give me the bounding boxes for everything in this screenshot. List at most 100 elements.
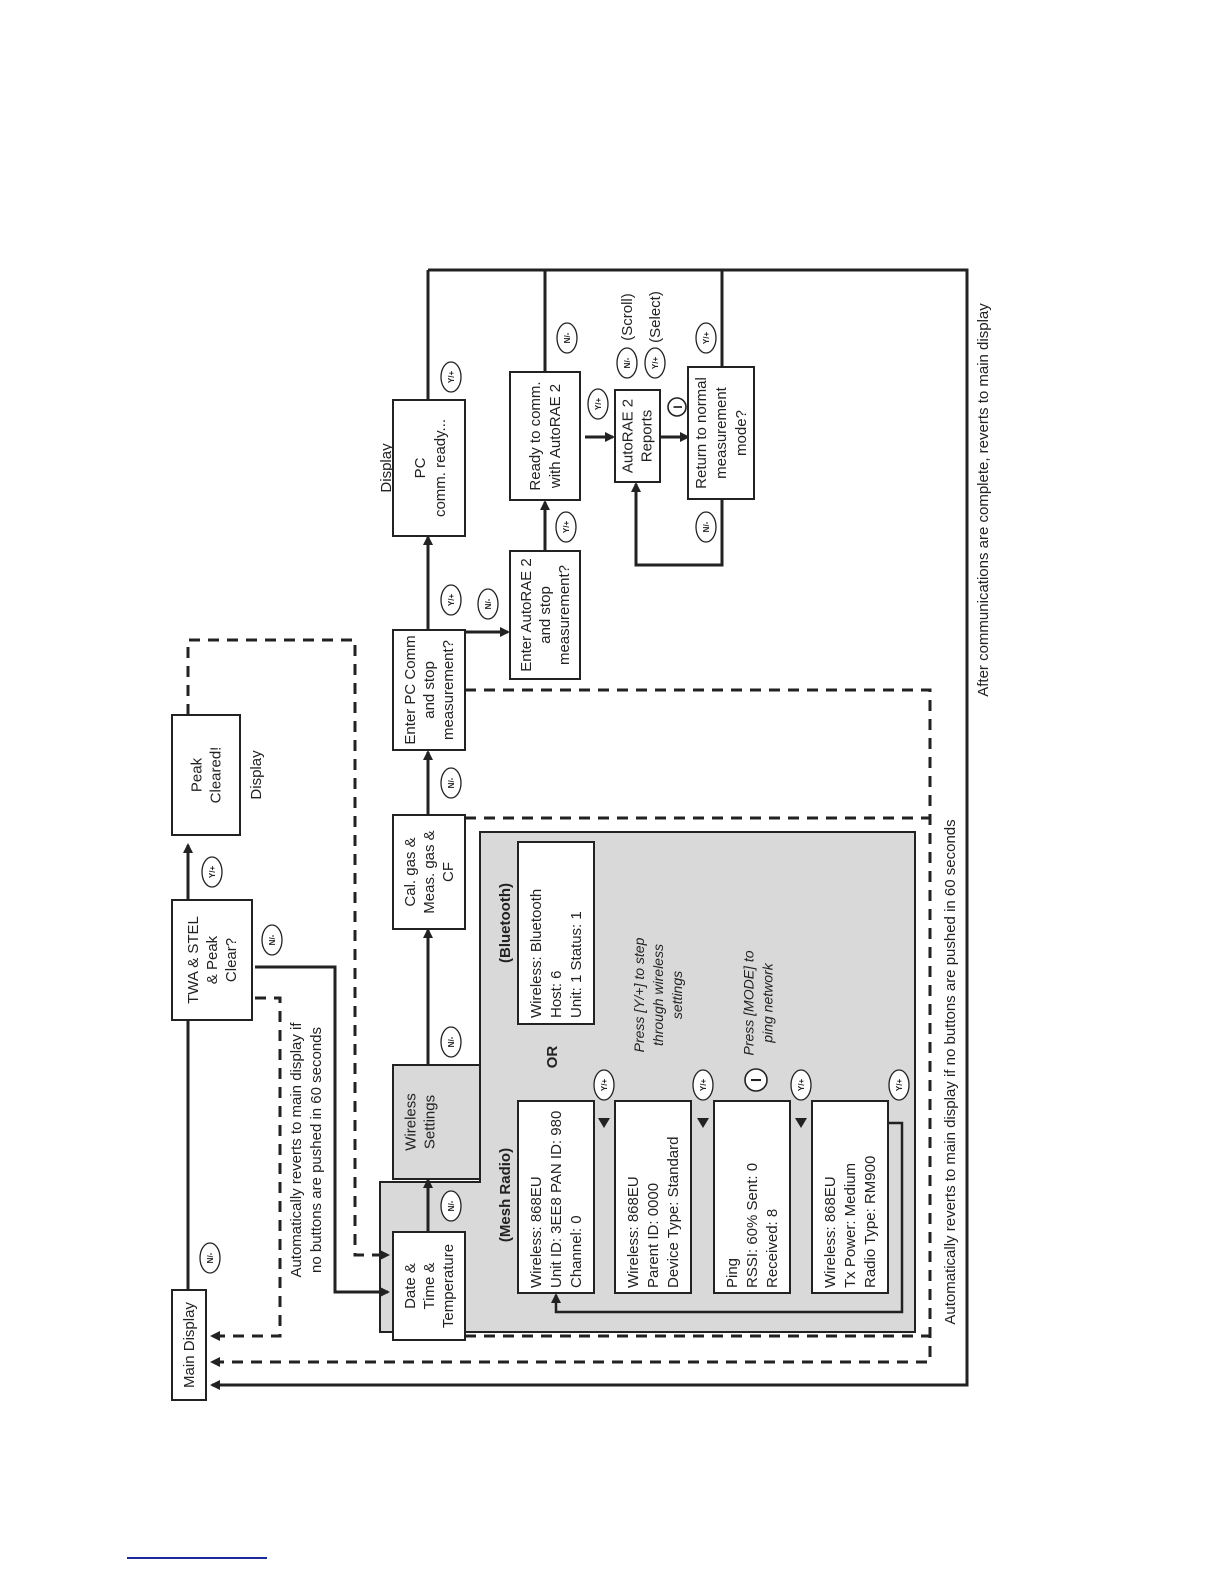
auto-revert-top: Automatically reverts to main display if…	[288, 1022, 325, 1278]
ready-autorae-box	[509, 371, 581, 501]
peak-cleared-label-line-2: Cleared!	[208, 747, 225, 804]
select-label: (Select)	[647, 291, 664, 343]
no-button-return-text: N/-	[702, 521, 711, 532]
no-button-date-text: N/-	[447, 1200, 456, 1211]
mesh1-box	[517, 1100, 595, 1294]
wireless-settings-label-line-2: Settings	[422, 1095, 439, 1149]
return-normal-label-line-2: measurement	[713, 386, 730, 479]
mesh2-label-line-2: Parent ID: 0000	[645, 1183, 662, 1288]
auto-revert-bottom-line-1: Automatically reverts to main display if…	[942, 819, 959, 1324]
no-button-twa-text: N/-	[268, 934, 277, 945]
pc-ready-box	[392, 399, 466, 537]
date-time-label-line-3: Temperature	[440, 1244, 457, 1328]
no-button-wireless: N/-	[440, 1026, 462, 1058]
press-y-label-line-3: settings	[669, 971, 685, 1019]
bluetooth-label-line-2: Host: 6	[548, 970, 565, 1018]
peak-cleared-box	[171, 714, 241, 836]
main-display-label: Main Display	[181, 1302, 198, 1388]
display-peak-label-line-1: Display	[248, 750, 265, 800]
yes-button-mesh1: Y/+	[593, 1069, 615, 1101]
mode-button-reports-text: I	[672, 405, 685, 408]
twa-stel-label-line-3: Clear?	[223, 938, 240, 982]
autorae-reports-label-line-2: Reports	[639, 410, 656, 463]
yes-button-select-text: Y/+	[651, 357, 660, 370]
cal-gas-label-line-2: Meas. gas &	[421, 830, 438, 913]
main-display-box	[171, 1289, 207, 1401]
yes-button-twa-text: Y/+	[208, 866, 217, 879]
press-y-label-line-1: Press [Y/+] to step	[631, 937, 647, 1052]
autorae-reports-box	[614, 389, 661, 483]
mode-button-reports: I	[667, 397, 687, 417]
mesh2-box	[614, 1100, 692, 1294]
mesh3-label-line-3: Received: 8	[764, 1209, 781, 1288]
cal-gas-box	[392, 814, 466, 930]
bluetooth-label-line-1: Wireless: Bluetooth	[528, 889, 545, 1018]
mesh3-box	[713, 1100, 791, 1294]
yes-button-ready: Y/+	[587, 388, 609, 420]
scroll-label-line-1: (Scroll)	[619, 293, 636, 341]
enter-pc-label-line-1: Enter PC Comm	[402, 635, 419, 744]
enter-pc-box	[392, 629, 466, 751]
wireless-settings-box	[392, 1064, 481, 1180]
twa-stel-box	[171, 899, 253, 1021]
ready-autorae-label: Ready to comm.with AutoRAE 2	[527, 381, 564, 490]
yes-button-ready-text: Y/+	[594, 398, 603, 411]
enter-autorae-label-line-2: and stop	[537, 586, 554, 644]
wireless-settings-label-line-1: Wireless	[403, 1093, 420, 1151]
edge-return-loop	[631, 482, 724, 567]
date-time-label-line-2: Time &	[421, 1263, 438, 1310]
auto-revert-bottom: Automatically reverts to main display if…	[942, 819, 959, 1324]
main-display-label-line-1: Main Display	[181, 1302, 198, 1388]
mesh2-label-line-3: Device Type: Standard	[665, 1137, 682, 1288]
yes-button-mesh2: Y/+	[692, 1069, 714, 1101]
auto-revert-top-line-2: no buttons are pushed in 60 seconds	[308, 1027, 325, 1273]
mesh4-label-line-2: Tx Power: Medium	[842, 1163, 859, 1288]
mesh4-label-line-1: Wireless: 868EU	[822, 1176, 839, 1288]
edge-twa-to-date	[255, 965, 390, 1297]
after-comm-label-line-1: After communications are complete, rever…	[975, 303, 992, 697]
edge-twa-dashed-main	[210, 996, 282, 1341]
no-button-main: N/-	[199, 1242, 221, 1274]
bluetooth-label-line-3: Unit: 1 Status: 1	[568, 911, 585, 1018]
twa-stel-label-line-2: & Peak	[204, 935, 221, 984]
mesh1-label-line-3: Channel: 0	[568, 1215, 585, 1288]
mesh1-label-line-2: Unit ID: 3EE8 PAN ID: 980	[548, 1111, 565, 1288]
return-normal-label-line-1: Return to normal	[693, 377, 710, 489]
display-peak-label: Display	[248, 750, 265, 800]
cal-gas-label-line-3: CF	[440, 862, 457, 882]
or-label-line-1: OR	[544, 1046, 561, 1069]
cal-gas-label-line-1: Cal. gas &	[402, 837, 419, 906]
mesh3-label-line-1: Ping	[724, 1258, 741, 1288]
bluetooth-heading: (Bluetooth)	[497, 883, 514, 963]
yes-button-pc: Y/+	[440, 584, 462, 616]
no-button-scroll-text: N/-	[623, 357, 632, 368]
date-time-box	[392, 1231, 466, 1341]
footer-rule	[127, 1557, 267, 1559]
display-pc-label: Display	[378, 443, 395, 493]
no-button-scroll: N/-	[616, 347, 638, 379]
yes-button-pc-text: Y/+	[447, 594, 456, 607]
yes-button-return: Y/+	[695, 322, 717, 354]
mesh-radio-label-line-1: (Mesh Radio)	[497, 1148, 514, 1242]
mode-button-ping-text: I	[749, 1078, 765, 1082]
no-button-twa: N/-	[261, 924, 283, 956]
date-time-label-line-1: Date &	[402, 1263, 419, 1309]
mode-button-ping: I	[744, 1068, 768, 1092]
no-button-pc-text: N/-	[484, 598, 493, 609]
twa-stel-label-line-1: TWA & STEL	[185, 916, 202, 1004]
return-normal-box	[687, 366, 755, 500]
enter-autorae-label-line-1: Enter AutoRAE 2	[518, 558, 535, 671]
scroll-label: (Scroll)	[619, 293, 636, 341]
